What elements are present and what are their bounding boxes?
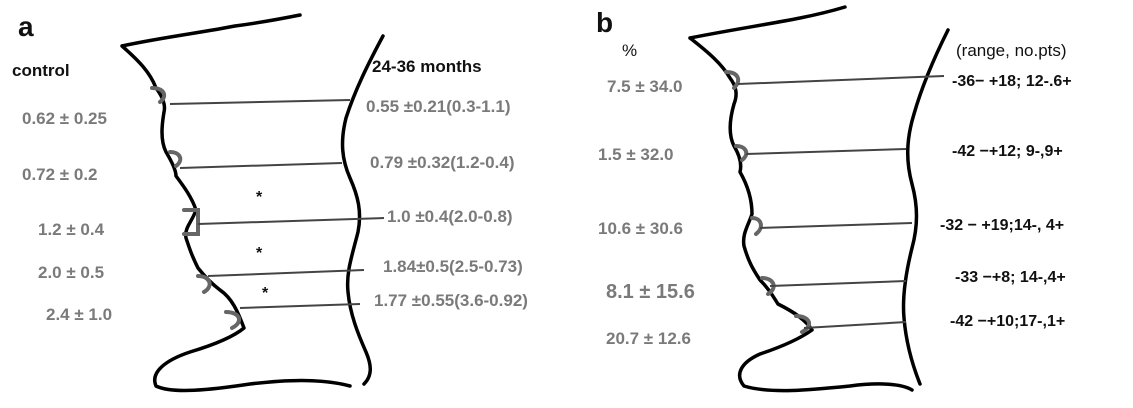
panel-a-back-outline: [120, 13, 352, 393]
panel-b-level-line-1: [737, 75, 945, 85]
panel-b-left-header: %: [622, 41, 637, 60]
panel-b-level-line-5: [803, 321, 907, 329]
panel-a-right-value-5: 1.77 ±0.55(3.6-0.92): [374, 291, 528, 310]
panel-b-left-value-4: 8.1 ± 15.6: [606, 281, 695, 303]
panel-b-left-value-1: 7.5 ± 34.0: [607, 77, 683, 96]
panel-a-level-line-3: [197, 217, 385, 225]
panel-b-marker-4: [760, 276, 776, 296]
panel-b-marker-3: [750, 216, 763, 236]
panel-b-letter: b: [596, 7, 613, 38]
panel-b-right-value-2: -42 −+12; 9-,9+: [952, 143, 1063, 160]
panel-a-left-value-2: 0.72 ± 0.2: [22, 165, 98, 184]
panel-a-letter: a: [18, 11, 34, 42]
panel-b-left-value-3: 10.6 ± 30.6: [598, 219, 683, 238]
panel-a-level-line-5: [239, 303, 361, 309]
panel-b-level-line-3: [759, 222, 913, 229]
panel-b-marker-5: [794, 314, 812, 334]
panel-a-significance-mark-3: *: [262, 285, 269, 302]
panel-a-marker-2: [168, 150, 183, 168]
panel-a-marker-5: [224, 310, 242, 330]
panel-a-marker-3: [182, 208, 200, 236]
panel-a-right-header: 24-36 months: [372, 57, 482, 76]
panel-b-right-value-4: -33 −+8; 14-,4+: [955, 269, 1066, 286]
panel-a-level-line-2: [179, 162, 343, 169]
panel-a: a control 24-36 months 0.62 ± 0.25 0.72 …: [12, 11, 528, 393]
panel-a-left-value-1: 0.62 ± 0.25: [22, 109, 107, 128]
panel-a-right-value-2: 0.79 ±0.32(1.2-0.4): [370, 153, 514, 172]
panel-a-level-line-1: [169, 99, 351, 105]
panel-a-marker-1: [150, 86, 167, 104]
panel-a-left-value-4: 2.0 ± 0.5: [38, 263, 104, 282]
panel-a-left-value-5: 2.4 ± 1.0: [46, 305, 112, 324]
panel-a-marker-4: [196, 274, 212, 294]
panel-b: b % (range, no.pts) 7.5 ± 34.0 1.5 ± 32.…: [596, 5, 1072, 393]
panel-a-right-value-4: 1.84±0.5(2.5-0.73): [383, 257, 523, 276]
panel-b-right-header: (range, no.pts): [956, 41, 1067, 60]
panel-a-significance-mark-2: *: [256, 245, 263, 262]
panel-b-back-outline: [688, 5, 914, 393]
panel-b-right-value-5: -42 −+10;17-,1+: [950, 313, 1065, 330]
panel-b-marker-1: [724, 70, 741, 90]
panel-a-front-outline: [340, 34, 385, 386]
panel-b-right-value-3: -32 − +19;14-, 4+: [940, 217, 1064, 234]
panel-b-level-line-2: [745, 148, 907, 155]
panel-a-left-header: control: [12, 61, 70, 80]
panel-b-left-value-2: 1.5 ± 32.0: [598, 145, 674, 164]
panel-b-front-outline: [901, 28, 950, 386]
panel-a-right-value-3: 1.0 ±0.4(2.0-0.8): [387, 207, 513, 226]
panel-a-right-value-1: 0.55 ±0.21(0.3-1.1): [366, 97, 510, 116]
panel-b-marker-2: [734, 144, 749, 162]
panel-a-level-line-4: [207, 269, 365, 277]
panel-b-right-value-1: -36− +18; 12-.6+: [952, 73, 1072, 90]
panel-a-significance-mark-1: *: [256, 189, 263, 206]
panel-b-level-line-4: [769, 280, 907, 287]
panel-b-left-value-5: 20.7 ± 12.6: [606, 329, 691, 348]
panel-a-left-value-3: 1.2 ± 0.4: [38, 220, 105, 239]
